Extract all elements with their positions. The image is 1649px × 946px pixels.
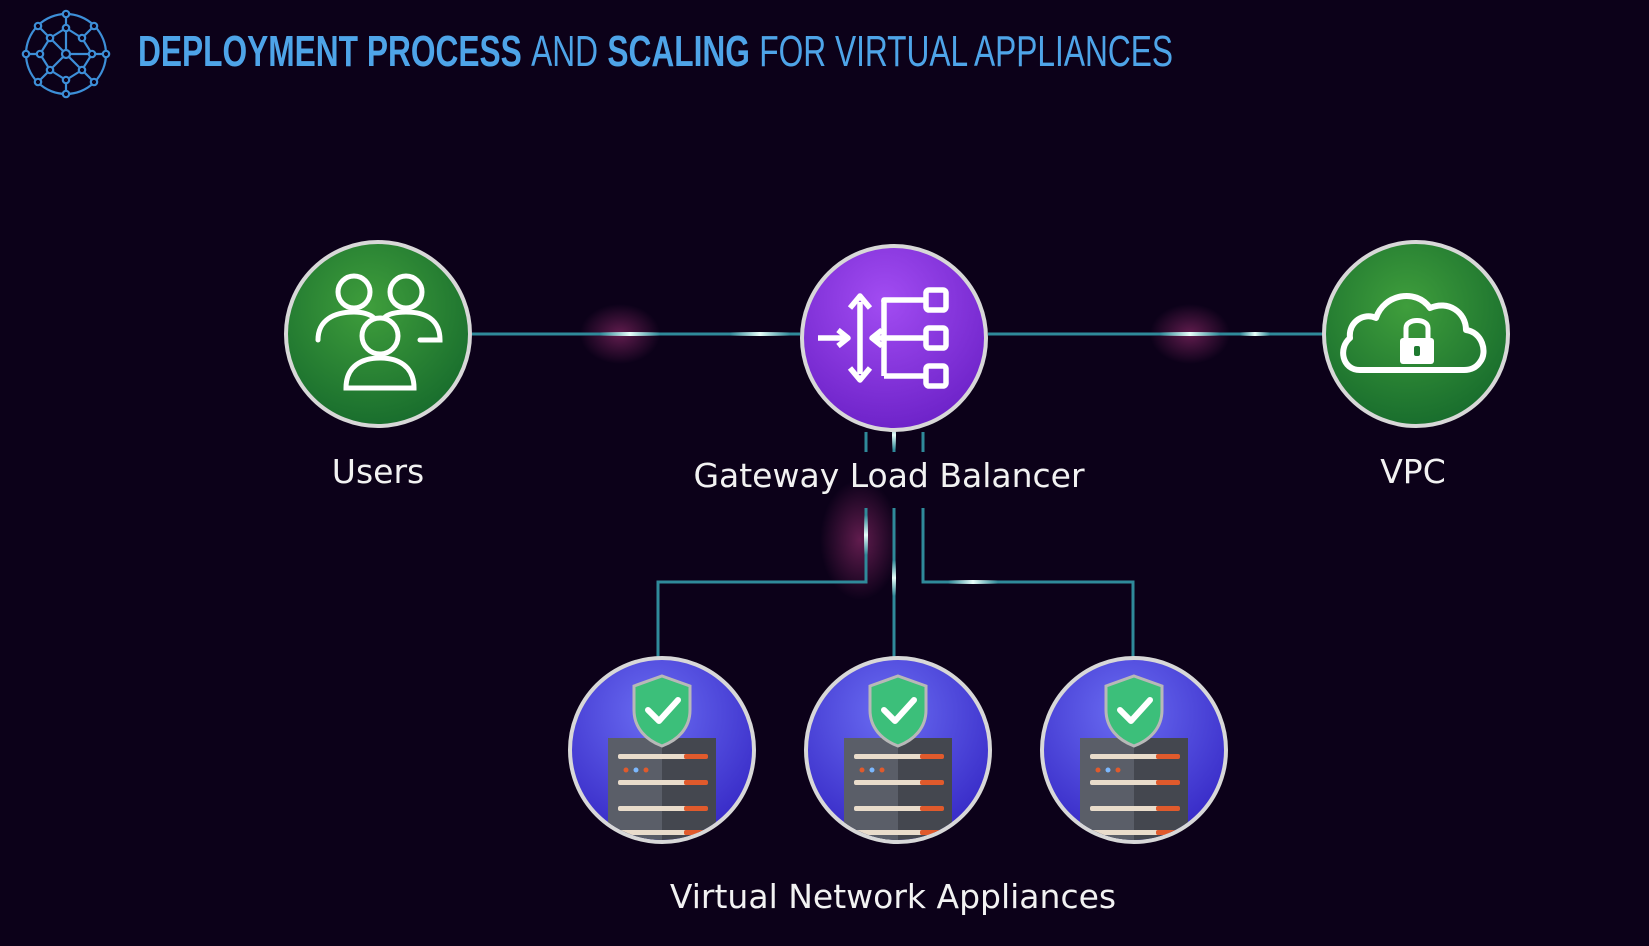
shield-server-icon — [844, 674, 952, 840]
title-part-2: AND — [531, 27, 598, 76]
page-title: DEPLOYMENT PROCESS AND SCALING FOR VIRTU… — [138, 22, 1173, 82]
line-glow — [820, 480, 900, 600]
title-part-1: DEPLOYMENT PROCESS — [138, 27, 522, 76]
vpc-node[interactable] — [1320, 238, 1512, 430]
circuit-globe-icon — [21, 9, 111, 99]
users-label: Users — [331, 452, 425, 491]
gateway-load-balancer-node[interactable] — [798, 242, 990, 434]
load-balancer-icon — [818, 287, 949, 389]
line-sparkle — [892, 420, 896, 450]
appliances-label: Virtual Network Appliances — [669, 877, 1117, 916]
line-sparkle — [730, 332, 790, 336]
title-part-4: FOR VIRTUAL APPLIANCES — [759, 27, 1173, 76]
users-node[interactable] — [282, 238, 474, 430]
line-sparkle — [1160, 332, 1220, 336]
line-sparkle — [864, 515, 868, 555]
line-sparkle — [948, 580, 998, 584]
gateway-to-appliance-right — [921, 508, 1135, 660]
virtual-appliance-node[interactable] — [566, 654, 758, 846]
title-part-3: SCALING — [607, 27, 750, 76]
gateway-label: Gateway Load Balancer — [693, 456, 1085, 495]
shield-server-icon — [1080, 674, 1188, 840]
virtual-appliance-node[interactable] — [802, 654, 994, 846]
cloud-lock-icon — [1340, 292, 1487, 373]
line-sparkle — [600, 332, 660, 336]
line-sparkle — [892, 560, 896, 596]
virtual-appliance-node[interactable] — [1038, 654, 1230, 846]
users-group-icon — [315, 273, 443, 391]
shield-server-icon — [608, 674, 716, 840]
vpc-label: VPC — [1380, 452, 1446, 491]
line-sparkle — [1240, 332, 1270, 336]
